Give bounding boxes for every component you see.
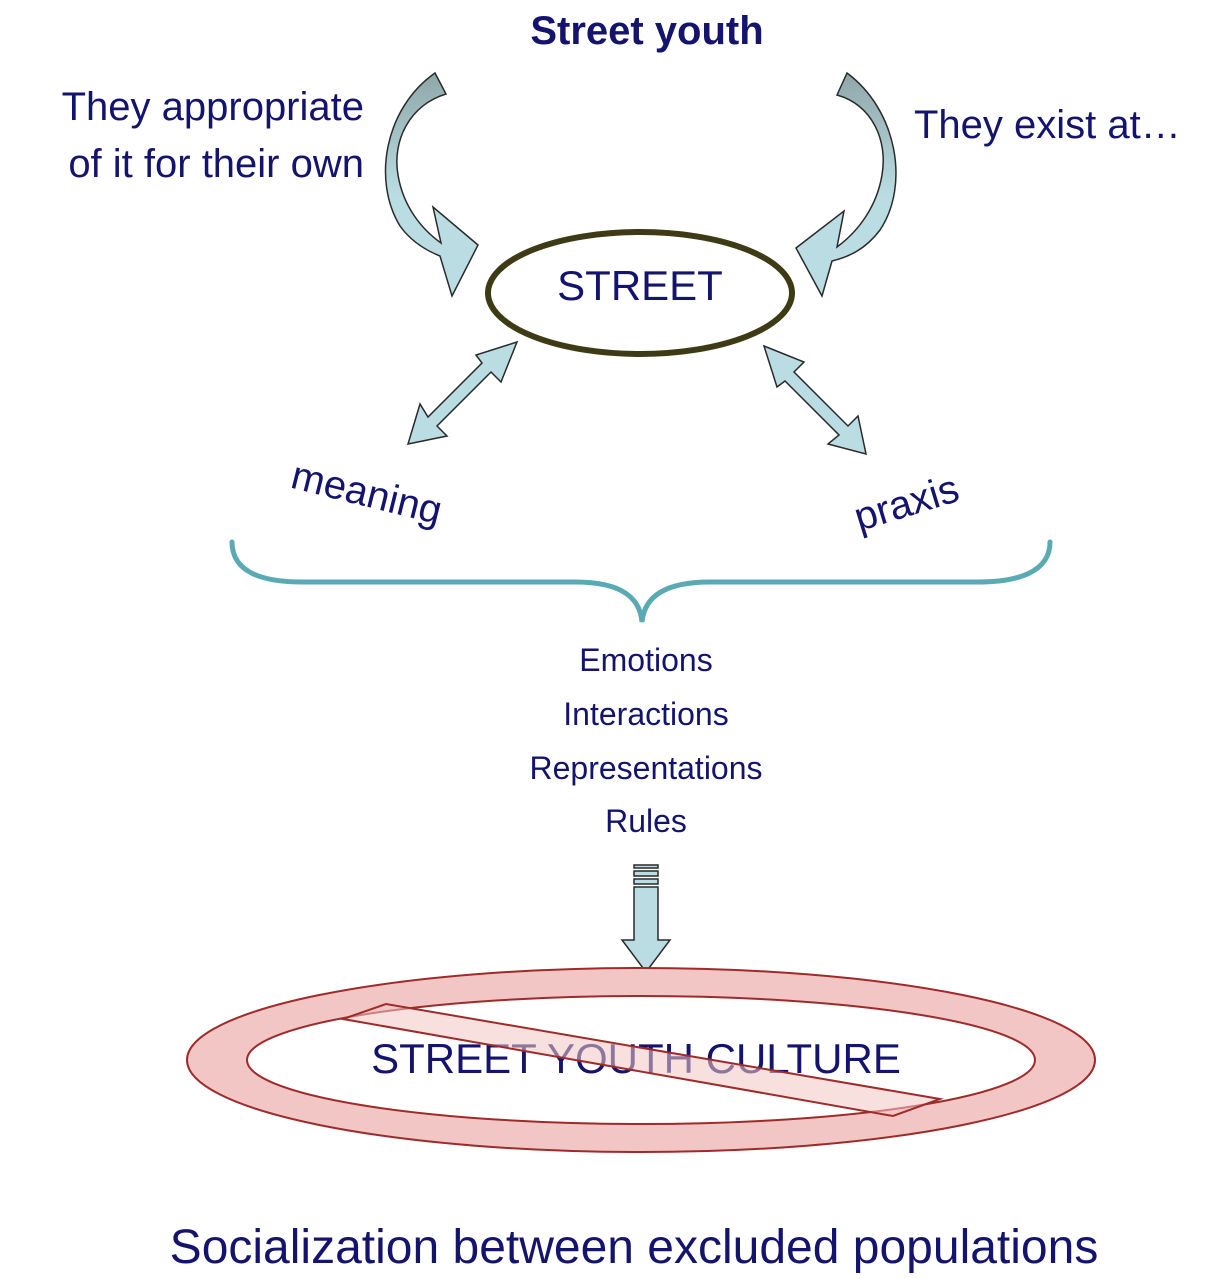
street-node-ellipse xyxy=(485,229,795,357)
component-item-representations: Representations xyxy=(529,750,762,786)
curly-brace-icon xyxy=(229,539,1053,623)
footer-caption: Socialization between excluded populatio… xyxy=(170,1221,1099,1274)
diagram-title: Street youth xyxy=(530,9,763,53)
right-label: They exist at… xyxy=(914,103,1181,147)
meaning-label: meaning xyxy=(287,453,447,533)
prohibition-ring-icon xyxy=(185,967,1097,1153)
left-label-line-1: They appropriate xyxy=(62,85,364,129)
component-item-emotions: Emotions xyxy=(579,642,712,678)
right-double-arrow-icon xyxy=(762,344,867,456)
left-double-arrow-icon xyxy=(406,340,519,445)
street-node-label: STREET xyxy=(557,262,723,309)
component-item-interactions: Interactions xyxy=(563,696,728,732)
praxis-label: praxis xyxy=(849,467,964,540)
down-arrow-icon xyxy=(620,864,672,974)
left-curved-arrow-icon xyxy=(384,71,479,299)
right-curved-arrow-icon xyxy=(795,71,897,298)
left-label-line-2: of it for their own xyxy=(68,142,364,186)
component-item-rules: Rules xyxy=(605,803,687,839)
prohibition-slash-icon xyxy=(339,1002,944,1118)
